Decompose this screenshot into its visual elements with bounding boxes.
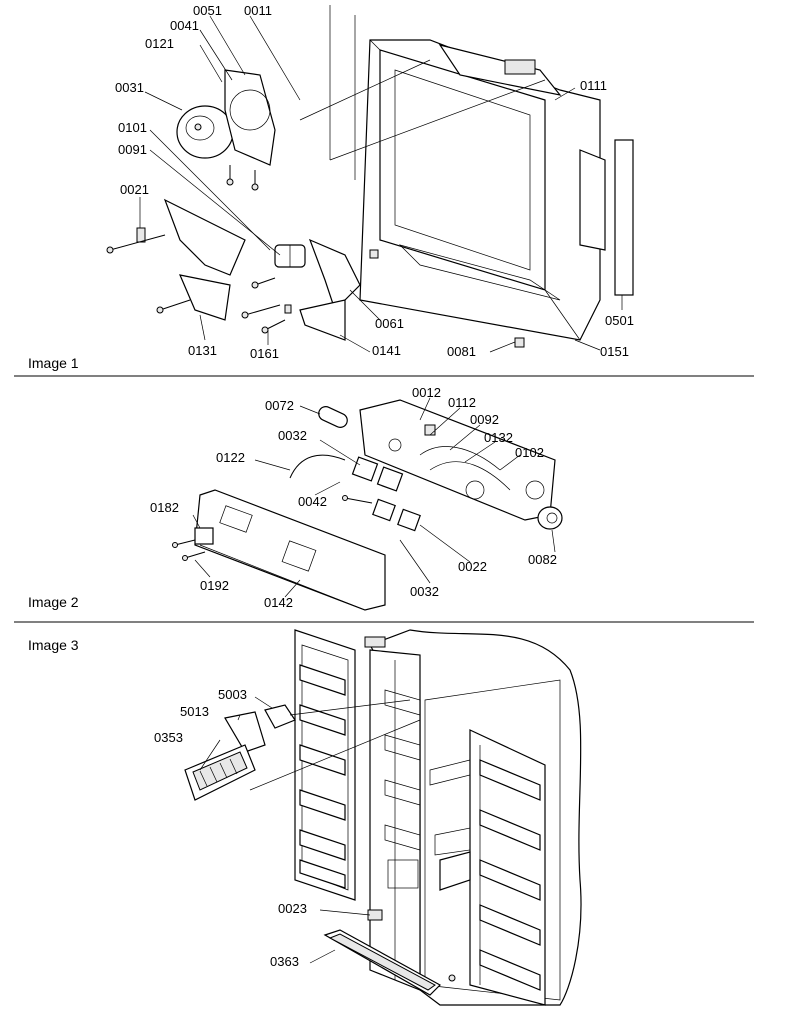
callout: 0031 — [115, 80, 144, 95]
callout: 0111 — [580, 78, 607, 93]
callout: 5013 — [180, 704, 209, 719]
drip-tray — [184, 744, 256, 801]
motor-bracket — [224, 69, 276, 191]
dispenser-panel — [194, 489, 386, 611]
screws — [156, 249, 525, 348]
callout: 0192 — [200, 578, 229, 593]
callout: 0022 — [458, 559, 487, 574]
panel-image-2: 0072 0012 0112 0092 0032 0132 0122 0102 … — [28, 385, 563, 611]
callout: 0141 — [372, 343, 401, 358]
callout: 0363 — [270, 954, 299, 969]
gasket-strip — [614, 139, 634, 296]
callout: 0121 — [145, 36, 174, 51]
callout: 0131 — [188, 343, 217, 358]
leader-lines-3 — [199, 696, 421, 964]
callout: 0092 — [470, 412, 499, 427]
panel-title: Image 2 — [28, 594, 79, 610]
freezer-shelves — [384, 689, 421, 889]
callout: 0182 — [150, 500, 179, 515]
callout: 0132 — [484, 430, 513, 445]
callout: 0101 — [118, 120, 147, 135]
callout: 0082 — [528, 552, 557, 567]
control-bracket — [359, 399, 556, 521]
dispenser-cabinet-frame — [359, 39, 606, 341]
callout: 0061 — [375, 316, 404, 331]
fridge-cabinet — [369, 629, 582, 1006]
callout: 0032 — [278, 428, 307, 443]
callout: 0501 — [605, 313, 634, 328]
callout: 0081 — [447, 344, 476, 359]
fresh-food-shelves — [429, 759, 541, 991]
callout: 0142 — [264, 595, 293, 610]
ice-bucket-motor — [176, 105, 234, 159]
callouts-2: 0072 0012 0112 0092 0032 0132 0122 0102 … — [28, 385, 557, 610]
callout: 0021 — [120, 182, 149, 197]
leader-lines-2 — [192, 397, 556, 598]
callout: 0032 — [410, 584, 439, 599]
callout: 0042 — [298, 494, 327, 509]
callouts-3: 5003 5013 0353 0023 0363 — [154, 687, 307, 969]
callout: 0041 — [170, 18, 199, 33]
callout: 0122 — [216, 450, 245, 465]
callout: 0012 — [412, 385, 441, 400]
capacitor — [318, 406, 348, 428]
panel-image-1: 0051 0011 0041 0121 0031 0101 0091 0021 … — [28, 3, 634, 371]
callout: 0011 — [244, 3, 272, 18]
callout: 0112 — [448, 395, 476, 410]
grommet — [537, 506, 563, 530]
panel-image-3: Image 3 — [28, 629, 582, 1006]
callout: 0151 — [600, 344, 629, 359]
panel-title: Image 1 — [28, 355, 79, 371]
ice-chute-left — [106, 198, 246, 321]
callout: 0091 — [118, 142, 147, 157]
leader-lines-1 — [139, 5, 623, 353]
ice-chute-right — [299, 238, 361, 341]
switches — [342, 456, 421, 532]
callout: 0023 — [278, 901, 307, 916]
panel-title: Image 3 — [28, 637, 79, 653]
freezer-door-bins — [299, 664, 346, 889]
wire-harness — [289, 454, 346, 479]
mount-clip — [172, 527, 214, 561]
chute-door-parts — [224, 704, 296, 753]
callout: 0051 — [193, 3, 222, 18]
callout: 0161 — [250, 346, 279, 361]
callout: 0102 — [515, 445, 544, 460]
callout: 0072 — [265, 398, 294, 413]
callouts-1: 0051 0011 0041 0121 0031 0101 0091 0021 … — [28, 3, 634, 371]
callout: 5003 — [218, 687, 247, 702]
auger-motor — [274, 244, 306, 268]
callout: 0353 — [154, 730, 183, 745]
